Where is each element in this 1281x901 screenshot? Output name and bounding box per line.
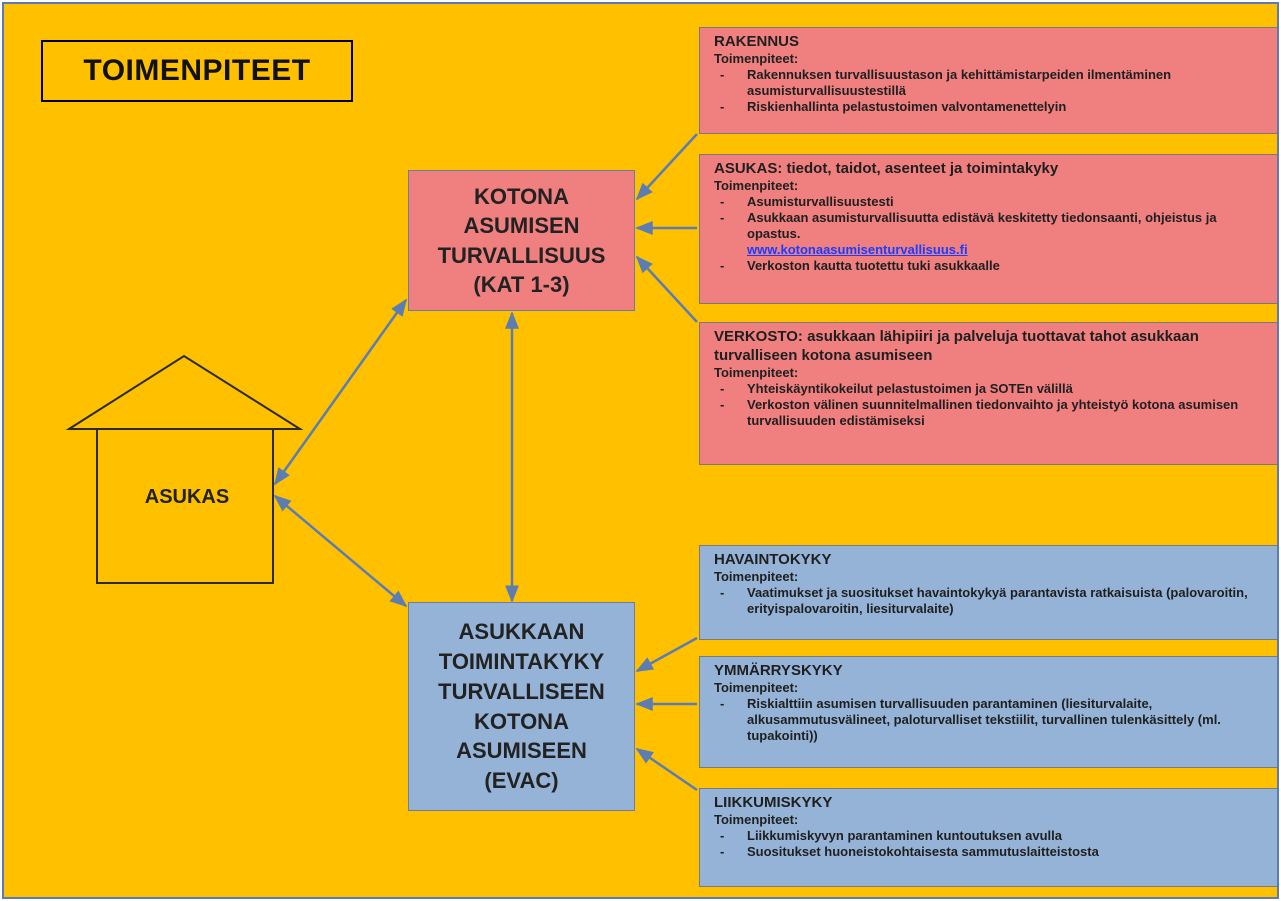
kotona-line: KOTONA bbox=[474, 184, 569, 209]
card-heading: HAVAINTOKYKY bbox=[714, 551, 832, 568]
card-list: Riskialttiin asumisen turvallisuuden par… bbox=[714, 696, 1268, 744]
connector-layer bbox=[65, 133, 698, 792]
asukkaan-line: TURVALLISEEN bbox=[438, 678, 605, 704]
card-list-item: Liikkumiskyvyn parantaminen kuntoutuksen… bbox=[714, 828, 1268, 844]
house-body bbox=[96, 428, 274, 584]
card-list-item: Verkoston kautta tuotettu tuki asukkaall… bbox=[714, 258, 1268, 274]
card-heading: YMMÄRRYSKYKY bbox=[714, 662, 843, 679]
asukkaan-line: ASUMISEEN bbox=[456, 738, 587, 764]
kotona-line: TURVALLISUUS bbox=[437, 242, 606, 268]
card-list-item-text: Asukkaan asumisturvallisuutta edistävä k… bbox=[747, 210, 1217, 241]
card-list: Asumisturvallisuustesti Asukkaan asumist… bbox=[714, 194, 1268, 274]
card-subheading: Toimenpiteet: bbox=[714, 51, 799, 66]
card-subheading: Toimenpiteet: bbox=[714, 680, 799, 695]
house-roof bbox=[65, 354, 304, 430]
website-link[interactable]: www.kotonaasumisenturvallisuus.fi bbox=[747, 242, 968, 257]
card-heading: ASUKAS: tiedot, taidot, asenteet ja toim… bbox=[714, 160, 1059, 177]
card-list-item: Rakennuksen turvallisuustason ja kehittä… bbox=[714, 67, 1268, 99]
card-subheading: Toimenpiteet: bbox=[714, 812, 799, 827]
card-asukas: ASUKAS: tiedot, taidot, asenteet ja toim… bbox=[699, 154, 1277, 304]
card-havaintokyky: HAVAINTOKYKY Toimenpiteet: Vaatimukset j… bbox=[699, 545, 1277, 640]
card-subheading: Toimenpiteet: bbox=[714, 178, 799, 193]
arrow-house-asukkaan bbox=[273, 494, 408, 608]
page-title: TOIMENPITEET bbox=[41, 40, 353, 102]
card-list: Rakennuksen turvallisuustason ja kehittä… bbox=[714, 67, 1268, 115]
card-list-item: Vaatimukset ja suositukset havaintokykyä… bbox=[714, 585, 1268, 617]
connector-verkosto bbox=[635, 255, 698, 323]
card-subheading: Toimenpiteet: bbox=[714, 569, 799, 584]
card-subheading: Toimenpiteet: bbox=[714, 365, 799, 380]
card-heading: RAKENNUS bbox=[714, 33, 800, 50]
card-list-item: Yhteiskäyntikokeilut pelastustoimen ja S… bbox=[714, 381, 1268, 397]
asukkaan-line: TOIMINTAKYKY bbox=[438, 648, 605, 674]
card-list-item: Asumisturvallisuustesti bbox=[714, 194, 1268, 210]
card-list-item: Suositukset huoneistokohtaisesta sammutu… bbox=[714, 844, 1268, 860]
asukkaan-toimintakyky-box: ASUKKAAN TOIMINTAKYKY TURVALLISEEN KOTON… bbox=[408, 602, 635, 811]
arrow-house-kotona bbox=[273, 298, 408, 486]
connector-rakennus bbox=[635, 133, 698, 201]
card-list-item: Verkoston välinen suunnitelmallinen tied… bbox=[714, 397, 1268, 429]
asukkaan-line: ASUKKAAN bbox=[458, 618, 585, 644]
card-liikkumiskyky: LIIKKUMISKYKY Toimenpiteet: Liikkumiskyv… bbox=[699, 788, 1277, 887]
kotona-line: (KAT 1-3) bbox=[473, 271, 570, 297]
connector-liikkumis bbox=[635, 747, 698, 792]
asukkaan-line: (EVAC) bbox=[484, 768, 559, 794]
house-label: ASUKAS bbox=[144, 486, 230, 508]
asukkaan-line: KOTONA bbox=[474, 708, 569, 734]
card-list-item: Asukkaan asumisturvallisuutta edistävä k… bbox=[714, 210, 1268, 258]
kotona-asumisen-box: KOTONA ASUMISEN TURVALLISUUS (KAT 1-3) bbox=[408, 170, 635, 311]
card-list-item: Riskienhallinta pelastustoimen valvontam… bbox=[714, 99, 1268, 115]
kotona-line: ASUMISEN bbox=[463, 213, 580, 239]
card-heading: VERKOSTO: asukkaan lähipiiri ja palveluj… bbox=[714, 328, 1199, 364]
card-verkosto: VERKOSTO: asukkaan lähipiiri ja palveluj… bbox=[699, 322, 1277, 465]
card-list: Liikkumiskyvyn parantaminen kuntoutuksen… bbox=[714, 828, 1268, 860]
card-list: Vaatimukset ja suositukset havaintokykyä… bbox=[714, 585, 1268, 617]
card-heading: LIIKKUMISKYKY bbox=[714, 794, 833, 811]
card-ymmarryskyky: YMMÄRRYSKYKY Toimenpiteet: Riskialttiin … bbox=[699, 656, 1277, 768]
card-list-item: Riskialttiin asumisen turvallisuuden par… bbox=[714, 696, 1268, 744]
connector-havainto bbox=[635, 636, 698, 673]
card-list: Yhteiskäyntikokeilut pelastustoimen ja S… bbox=[714, 381, 1268, 429]
card-rakennus: RAKENNUS Toimenpiteet: Rakennuksen turva… bbox=[699, 27, 1277, 134]
